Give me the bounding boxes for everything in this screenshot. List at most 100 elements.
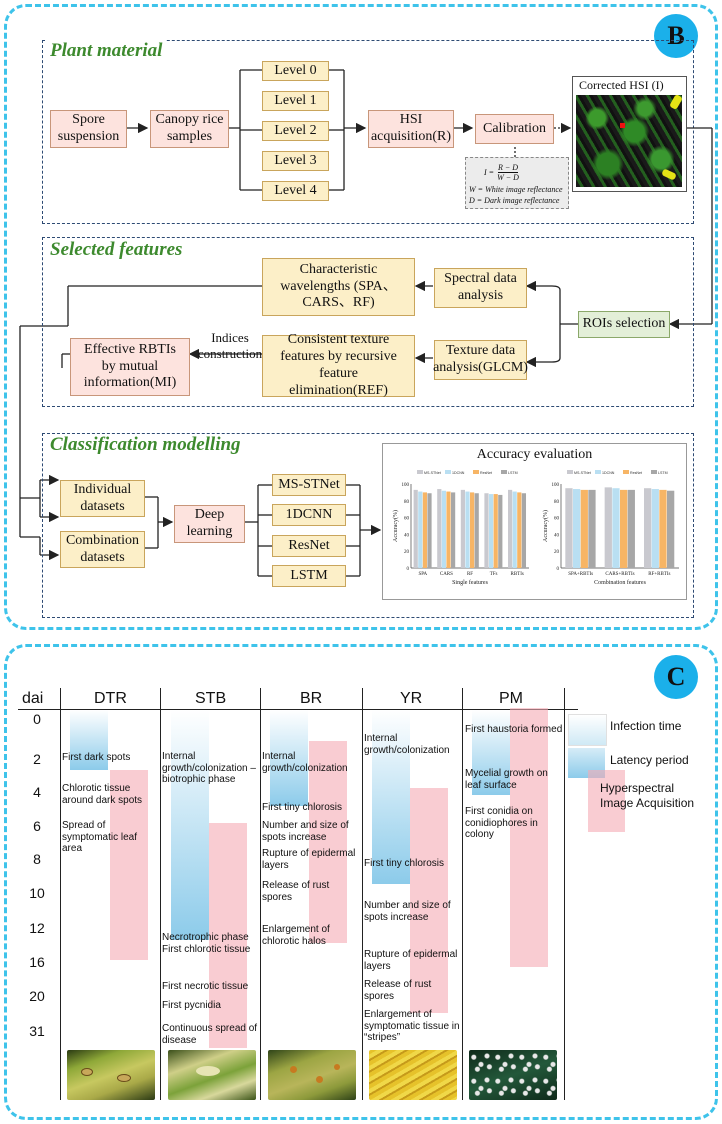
chart1-ytick-1: 20 — [554, 550, 560, 555]
pm-note-3: First conidia on conidiophores in colony — [465, 806, 538, 840]
chart0-ylabel: Accuracy(%) — [392, 510, 399, 542]
chart0-legend-swatch-1 — [445, 470, 451, 474]
roi-red-mark — [620, 123, 625, 128]
chart0-xtick-3: TFs — [490, 572, 498, 577]
chart0-bar-2-2 — [470, 492, 475, 568]
chart0-bar-3-1 — [488, 494, 494, 568]
model-1dcnn-box: 1DCNN — [272, 504, 346, 526]
col-divider-1 — [60, 688, 61, 1100]
y-label-6: 6 — [33, 818, 41, 834]
effective-rbtis-box: Effective RBTIs by mutual information(MI… — [70, 338, 190, 396]
dtr-note-3: Spread of symptomatic leaf area — [62, 820, 138, 854]
chart0-xlabel: Single features — [452, 579, 488, 586]
chart0-bar-3-0 — [484, 493, 489, 568]
yr-note-3: Number and size of spots increase — [364, 900, 451, 923]
canopy-rice-box: Canopy rice samples — [150, 110, 229, 148]
column-header-yr: YR — [400, 690, 423, 707]
chart1-bar-1-0 — [604, 487, 612, 568]
chart1-legend-label-2: ResNet — [630, 471, 642, 475]
chart1-ytick-3: 60 — [554, 517, 560, 522]
stb-hyperspectral-bar — [209, 823, 247, 1048]
dtr-leaf-image — [67, 1050, 155, 1100]
formula-numerator: R − D — [497, 163, 519, 173]
chart0-bar-1-1 — [441, 490, 446, 568]
br-note-1: Internal growth/colonization — [262, 751, 348, 774]
chart1-bar-2-2 — [659, 489, 667, 568]
chart0-xtick-2: RF — [467, 572, 473, 577]
pm-leaf-image — [469, 1050, 557, 1100]
chart0-legend-label-2: ResNet — [480, 471, 492, 475]
chart1-bar-1-1 — [612, 488, 620, 568]
chart1-ylabel: Accuracy(%) — [542, 510, 549, 542]
chart1-legend-swatch-0 — [567, 470, 573, 474]
yr-note-6: Enlargement of symptomatic tissue in “st… — [364, 1009, 460, 1043]
chart1-bar-2-1 — [651, 489, 659, 568]
yr-note-1: Internal growth/colonization — [364, 733, 450, 756]
col-divider-4 — [362, 688, 363, 1100]
chart1-bar-0-1 — [572, 489, 581, 568]
col-divider-6 — [564, 688, 565, 1100]
classification-title: Classification modelling — [46, 434, 245, 456]
model-lstm-box: LSTM — [272, 565, 346, 587]
dtr-hyperspectral-bar — [110, 770, 148, 960]
y-label-20: 20 — [29, 988, 45, 1004]
chart0-bar-4-2 — [517, 492, 522, 568]
corrected-hsi-label: Corrected HSI (I) — [579, 78, 664, 92]
chart0-legend-swatch-3 — [501, 470, 507, 474]
col-divider-3 — [260, 688, 261, 1100]
level-3-box: Level 3 — [262, 151, 329, 171]
plant-material-title: Plant material — [46, 40, 167, 62]
level-0-box: Level 0 — [262, 61, 329, 81]
br-leaf-image — [268, 1050, 356, 1100]
indices-construction-label: Indices construction — [197, 330, 263, 361]
rois-selection-box: ROIs selection — [578, 311, 670, 338]
pm-note-2: Mycelial growth on leaf surface — [465, 768, 548, 791]
chart1-bar-2-3 — [667, 490, 675, 568]
column-header-br: BR — [300, 690, 323, 707]
deep-learning-box: Deep learning — [174, 505, 245, 543]
accuracy-evaluation-title: Accuracy evaluation — [476, 447, 593, 462]
legend-latency-label: Latency period — [610, 753, 689, 767]
chart0-legend-swatch-0 — [417, 470, 423, 474]
texture-analysis-box: Texture data analysis(GLCM) — [433, 340, 528, 380]
chart1-ytick-2: 40 — [554, 533, 560, 538]
chart1-bar-1-2 — [620, 489, 628, 568]
legend-hyper-swatch — [588, 770, 625, 832]
y-label-4: 4 — [33, 784, 41, 800]
plant-material-section — [42, 40, 694, 224]
pm-note-1: First haustoria formed — [465, 724, 563, 735]
chart0-legend-swatch-2 — [473, 470, 479, 474]
chart0-xtick-4: RBTIs — [511, 572, 524, 577]
chart0-bar-0-1 — [418, 491, 423, 568]
chart1-bar-0-2 — [580, 489, 588, 568]
level-4-box: Level 4 — [262, 181, 329, 201]
yr-latency-bar — [372, 710, 410, 884]
stb-note-3: First chlorotic tissue — [162, 944, 251, 955]
formula-w: W = White image reflectance — [469, 185, 563, 194]
y-label-0: 0 — [33, 711, 41, 727]
column-header-pm: PM — [499, 690, 523, 707]
model-resnet-box: ResNet — [272, 535, 346, 557]
chart0-ytick-2: 40 — [404, 533, 410, 538]
combination-datasets-box: Combination datasets — [60, 531, 145, 568]
stb-latency-bar — [171, 710, 209, 940]
chart0-ytick-4: 80 — [404, 500, 410, 505]
chart0-xtick-1: CARS — [440, 572, 453, 577]
corrected-hsi-panel: Corrected HSI (I) — [572, 76, 687, 192]
yr-leaf-image — [369, 1050, 457, 1100]
br-note-4: Rupture of epidermal layers — [262, 848, 356, 871]
y-label-10: 10 — [29, 885, 45, 901]
stb-note-2: Necrotrophic phase — [162, 932, 249, 943]
column-header-dtr: DTR — [94, 690, 127, 707]
chart1-ytick-0: 0 — [557, 567, 560, 572]
formula-d: D = Dark image reflectance — [469, 196, 560, 205]
level-1-box: Level 1 — [262, 91, 329, 111]
chart1-legend-label-3: LSTM — [658, 471, 668, 475]
characteristic-wavelengths-box: Characteristic wavelengths (SPA、CARS、RF) — [262, 258, 415, 316]
chart1-legend-swatch-2 — [623, 470, 629, 474]
chart1-xtick-0: SPA+RBTIs — [568, 572, 593, 577]
br-note-5: Release of rust spores — [262, 880, 330, 903]
chart0-bar-0-0 — [413, 489, 418, 568]
chart0-ytick-0: 0 — [407, 567, 410, 572]
selected-features-section — [42, 237, 694, 407]
